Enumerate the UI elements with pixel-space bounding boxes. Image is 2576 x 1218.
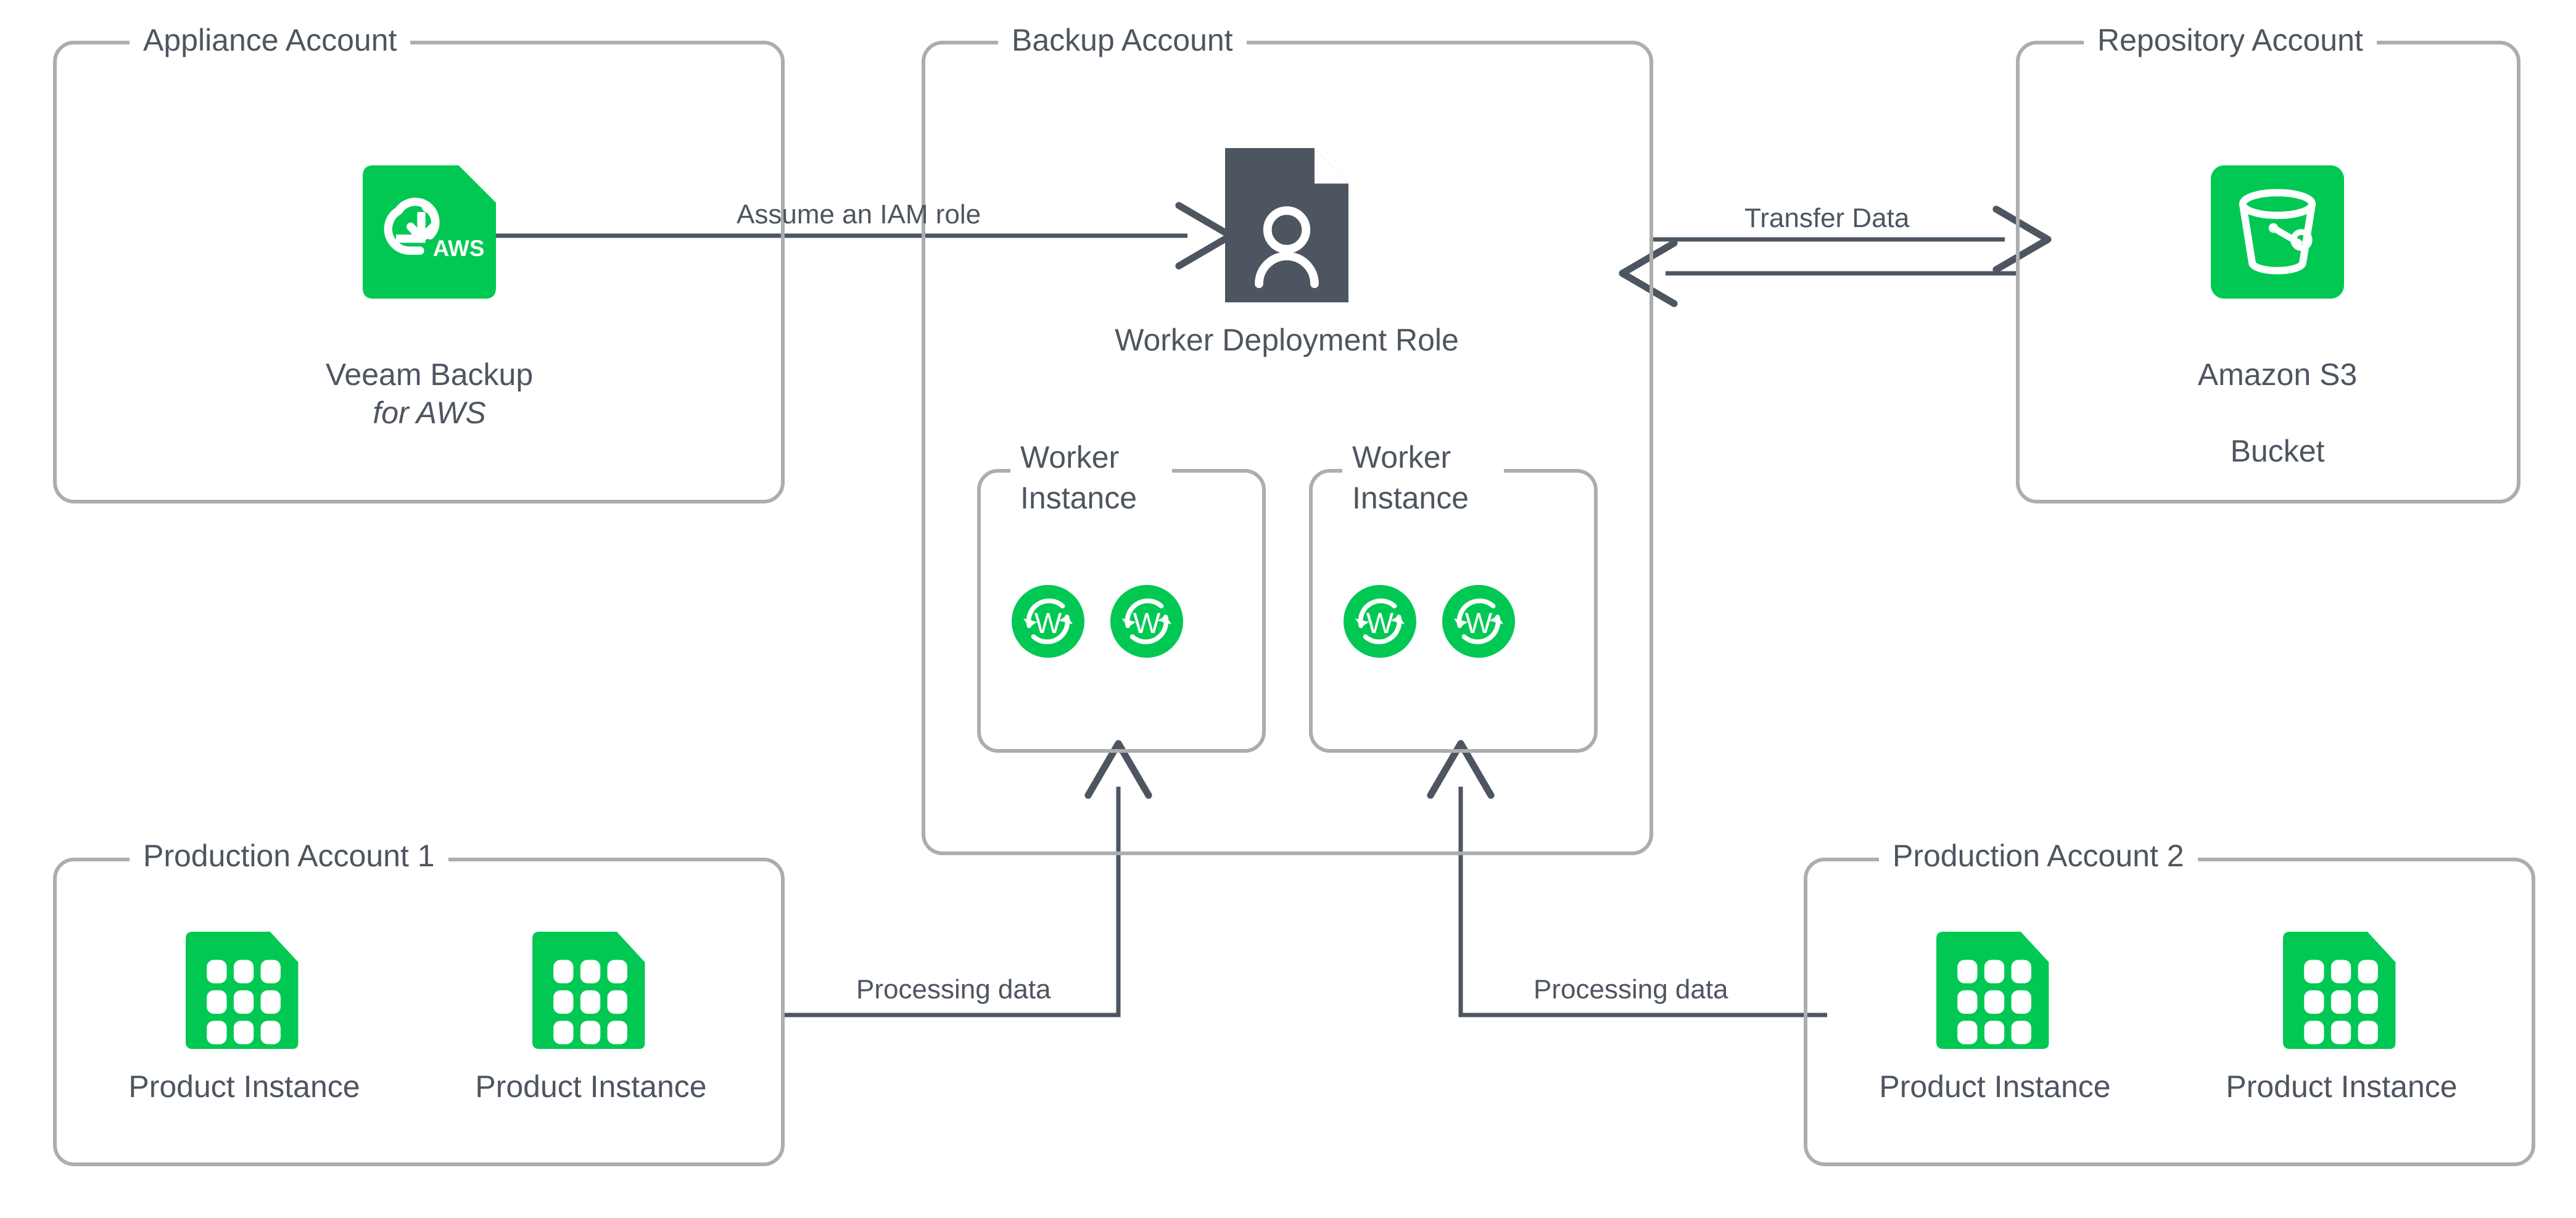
product-instance-icon — [186, 932, 299, 1049]
svg-text:W: W — [1034, 607, 1062, 640]
connector-label-assume-iam-role: Assume an IAM role — [737, 199, 981, 230]
node-product-instance-p1-a: Product Instance — [121, 932, 368, 1106]
connector-label-processing-data-right: Processing data — [1534, 974, 1728, 1005]
worker-icon: W — [1442, 585, 1515, 658]
node-caption-worker-deployment-role: Worker Deployment Role — [1115, 323, 1459, 357]
node-product-instance-p2-a: Product Instance — [1872, 932, 2118, 1106]
veeam-caption-line1: Veeam Backup — [325, 357, 534, 392]
worker-icon-row-2: W W — [1344, 585, 1515, 658]
svg-text:AWS: AWS — [433, 236, 485, 261]
node-amazon-s3-bucket: Amazon S3 Bucket — [2154, 165, 2401, 470]
group-label-worker-instance-2: Worker Instance — [1342, 437, 1504, 518]
group-label-repository-account: Repository Account — [2084, 22, 2377, 58]
product-instance-icon — [532, 932, 645, 1049]
group-label-production-account-2: Production Account 2 — [1879, 838, 2198, 874]
node-veeam-backup: AWS Veeam Backup for AWS — [306, 165, 553, 470]
worker-icon: W — [1344, 585, 1416, 658]
node-caption-product-instance: Product Instance — [2226, 1069, 2458, 1104]
node-product-instance-p1-b: Product Instance — [468, 932, 714, 1106]
svg-text:W: W — [1366, 607, 1394, 640]
node-caption-amazon-s3-bucket: Amazon S3 Bucket — [2198, 317, 2357, 470]
group-label-backup-account: Backup Account — [998, 22, 1247, 58]
node-product-instance-p2-b: Product Instance — [2218, 932, 2465, 1106]
veeam-backup-for-aws-icon: AWS — [363, 165, 496, 299]
group-label-production-account-1: Production Account 1 — [130, 838, 448, 874]
node-caption-product-instance: Product Instance — [475, 1069, 707, 1104]
group-label-appliance-account: Appliance Account — [130, 22, 411, 58]
iam-role-document-icon — [1225, 148, 1348, 302]
s3-bucket-icon — [2211, 165, 2344, 299]
connector-transfer-data — [1619, 205, 2052, 307]
group-label-worker-instance-1: Worker Instance — [1010, 437, 1172, 518]
group-appliance-account — [53, 41, 785, 503]
worker-icon: W — [1110, 585, 1183, 658]
veeam-caption-line2: for AWS — [373, 396, 486, 430]
worker-icon: W — [1012, 585, 1084, 658]
connector-label-transfer-data: Transfer Data — [1744, 203, 1910, 233]
node-caption-product-instance: Product Instance — [128, 1069, 360, 1104]
svg-text:W: W — [1133, 607, 1161, 640]
node-worker-deployment-role: Worker Deployment Role — [1102, 148, 1472, 359]
s3-caption-line2: Bucket — [2230, 434, 2325, 468]
product-instance-icon — [1936, 932, 2049, 1049]
product-instance-icon — [2283, 932, 2396, 1049]
s3-caption-line1: Amazon S3 — [2197, 357, 2358, 392]
group-backup-account — [922, 41, 1653, 855]
svg-text:W: W — [1465, 607, 1493, 640]
connector-label-processing-data-left: Processing data — [856, 974, 1051, 1005]
node-caption-veeam-backup: Veeam Backup for AWS — [326, 317, 533, 470]
worker-icon-row-1: W W — [1012, 585, 1183, 658]
node-caption-product-instance: Product Instance — [1879, 1069, 2111, 1104]
